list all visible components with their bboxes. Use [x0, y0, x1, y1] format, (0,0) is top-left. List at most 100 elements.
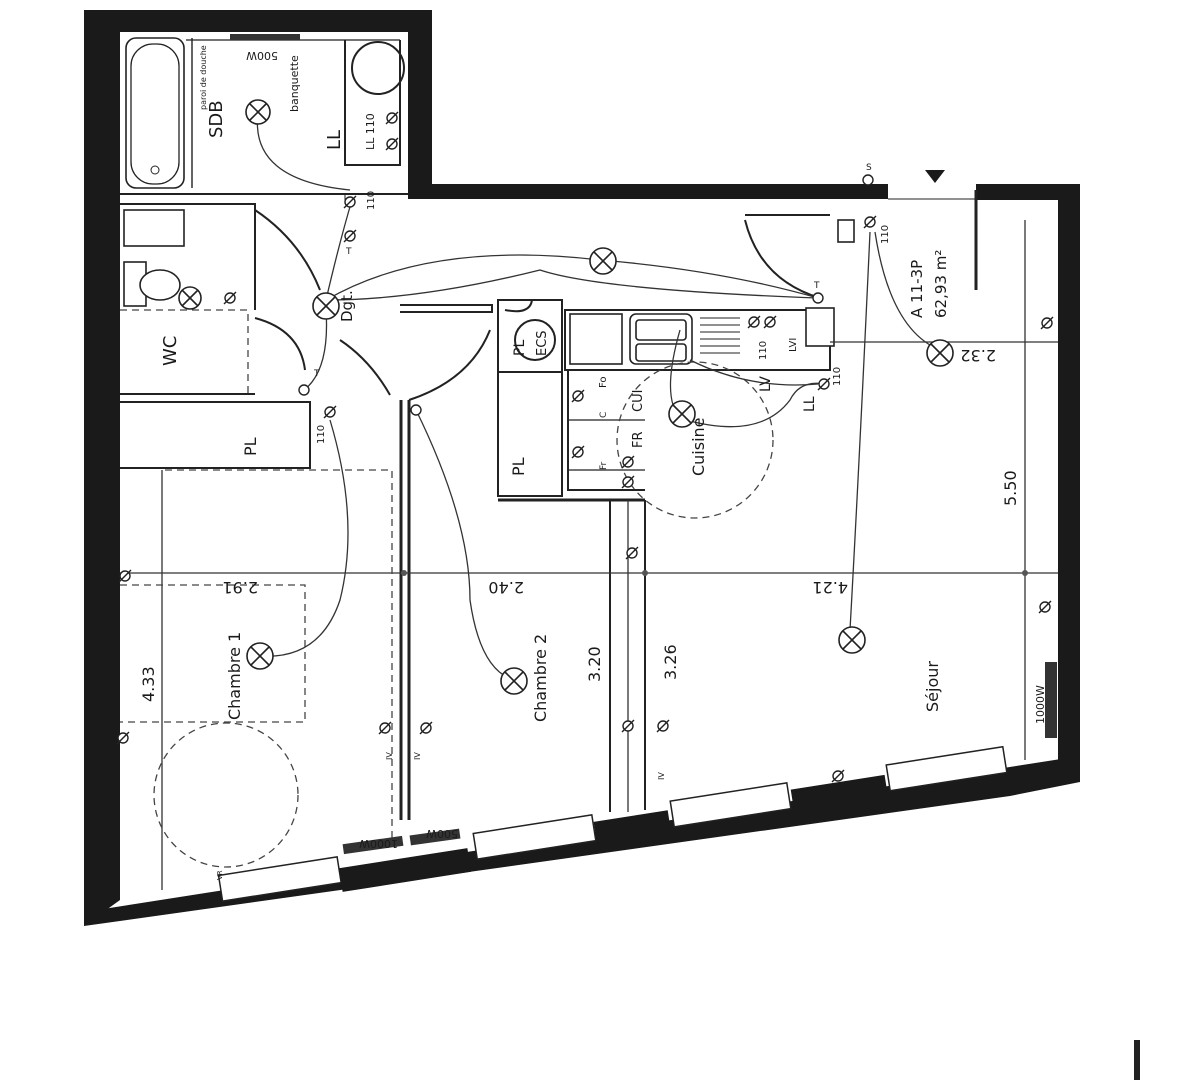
- dimension-326: 3.26: [661, 644, 680, 680]
- window: [472, 814, 597, 861]
- cooker-label: CUI: [631, 390, 646, 412]
- socket-icon: [410, 404, 422, 416]
- dashed-outlines: [120, 361, 774, 868]
- room-label-pl-ecs: PL: [512, 340, 528, 356]
- voltage-110-d: 110: [880, 225, 891, 244]
- room-labels: SDB WC LL Dgt. PL PL ECS PL Cuisine Cham…: [160, 100, 950, 722]
- room-label-pl-kitchen: PL: [509, 457, 528, 476]
- room-label-ll: LL: [324, 130, 345, 150]
- room-label-wc: WC: [160, 336, 181, 366]
- window: [217, 856, 342, 902]
- windows: [217, 745, 1008, 902]
- ceiling-light-icon: [178, 286, 202, 310]
- ll-110-label: LL 110: [364, 113, 377, 150]
- ceiling-light-icon: [668, 400, 696, 428]
- socket-icon: [298, 384, 310, 396]
- dimension-550: 5.50: [1001, 470, 1020, 506]
- ceiling-light-icon: [589, 247, 617, 275]
- entry-arrow-icon: [925, 170, 945, 183]
- thermostat-label-3: T: [813, 281, 820, 291]
- dimension-232: 2.32: [960, 346, 996, 365]
- fridge-label: FR: [631, 431, 646, 448]
- iv-label-2: IV: [413, 752, 422, 760]
- dimension-433: 4.33: [139, 666, 158, 702]
- socket-icon: [621, 719, 635, 733]
- dimension-291: 2.91: [222, 578, 258, 597]
- socket-icon: [118, 569, 132, 583]
- socket-icon: [831, 769, 845, 783]
- socket-icon: [343, 195, 357, 209]
- socket-icon: [863, 215, 877, 229]
- ceiling-light-icon: [246, 642, 274, 670]
- ceiling-light-icon: [838, 626, 866, 654]
- room-label-sejour: Séjour: [923, 661, 942, 712]
- scan-mark: [1134, 1040, 1140, 1080]
- room-label-cuisine: Cuisine: [689, 417, 708, 476]
- socket-icon: [343, 229, 357, 243]
- c-label: C: [599, 412, 609, 418]
- socket-icon: [571, 389, 585, 403]
- dimension-320: 3.20: [585, 646, 604, 682]
- banquette-note: banquette: [288, 55, 301, 112]
- socket-icon: [621, 475, 635, 489]
- socket-icon: [817, 377, 831, 391]
- room-label-pl-hall: PL: [241, 437, 260, 456]
- socket-icon: [378, 721, 392, 735]
- socket-icon: [571, 445, 585, 459]
- lvi-label: LVI: [788, 338, 799, 352]
- unit-area: 62,93 m²: [932, 250, 950, 318]
- socket-icon: [323, 405, 337, 419]
- socket-icon: [1040, 316, 1054, 330]
- dishwasher-label: LV: [758, 376, 774, 392]
- dimension-421: 4.21: [812, 578, 848, 597]
- socket-icon: [385, 137, 399, 151]
- heater-power-ch1: 1000W: [359, 837, 398, 850]
- voltage-110-e: 110: [832, 367, 843, 386]
- window: [669, 782, 792, 828]
- equipment-annotations: paroi de douche banquette 500W 500W 1000…: [199, 45, 1047, 880]
- bathtub: [125, 37, 185, 189]
- s-label: S: [866, 163, 872, 173]
- socket-icon: [625, 546, 639, 560]
- voltage-110-a: 110: [366, 191, 377, 210]
- socket-icon: [1038, 600, 1052, 614]
- heater-power-sdb: 500W: [246, 49, 278, 62]
- sink-drainer: [700, 317, 740, 354]
- socket-icon: [621, 455, 635, 469]
- room-label-dgt: Dgt.: [338, 290, 356, 322]
- oven-label: Fo: [598, 376, 609, 388]
- iv-label-3: IV: [657, 772, 666, 780]
- thermostat-label-2: T: [345, 247, 352, 257]
- socket-icon: [747, 315, 761, 329]
- fr-small-label: Fr: [599, 461, 609, 470]
- window: [885, 745, 1008, 792]
- voltage-110-c: 110: [758, 341, 769, 360]
- heater-power-sejour: 1000W: [1034, 685, 1047, 724]
- socket-icon: [656, 719, 670, 733]
- socket-icon: [116, 731, 130, 745]
- unit-reference: A 11-3P: [908, 260, 926, 318]
- shower-screen-note: paroi de douche: [199, 45, 208, 110]
- socket-icon: [385, 111, 399, 125]
- ceiling-lights: [178, 99, 954, 695]
- room-label-chambre1: Chambre 1: [225, 632, 244, 720]
- socket-icon: [812, 292, 824, 304]
- heater-power-ch2: 500W: [426, 827, 458, 840]
- ceiling-light-icon: [500, 667, 528, 695]
- socket-icon: [763, 315, 777, 329]
- heaters: [230, 34, 1057, 855]
- dimension-labels: 2.91 2.40 4.21 4.33 3.20 3.26 5.50 2.32: [139, 346, 1020, 702]
- voltage-110-b: 110: [316, 425, 327, 444]
- socket-icon: [862, 174, 874, 186]
- ceiling-light-icon: [245, 99, 271, 125]
- partitions: [120, 37, 978, 820]
- socket-icon: [419, 721, 433, 735]
- room-label-ecs: ECS: [535, 330, 550, 356]
- vr-label: VR: [216, 870, 224, 880]
- washing-machine-label: LL: [802, 396, 818, 412]
- thermostat-label-1: T: [313, 369, 320, 379]
- room-label-sdb: SDB: [206, 100, 227, 138]
- sockets: [116, 111, 1054, 783]
- room-label-chambre2: Chambre 2: [531, 634, 550, 722]
